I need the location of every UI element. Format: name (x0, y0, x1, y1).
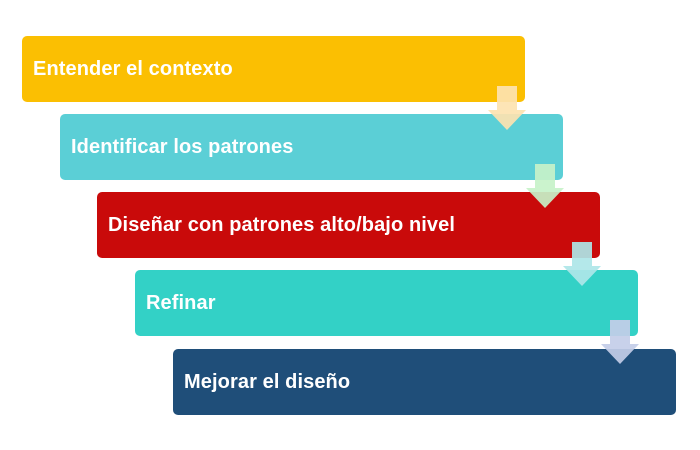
step-label: Refinar (146, 291, 216, 314)
step-identificar-patrones: Identificar los patrones (60, 114, 563, 180)
step-label: Identificar los patrones (71, 135, 294, 158)
down-arrow-icon (601, 320, 639, 364)
down-arrow-icon (526, 164, 564, 208)
step-mejorar-diseno: Mejorar el diseño (173, 349, 676, 415)
step-entender-contexto: Entender el contexto (22, 36, 525, 102)
step-refinar: Refinar (135, 270, 638, 336)
step-disenar-patrones: Diseñar con patrones alto/bajo nivel (97, 192, 600, 258)
step-label: Diseñar con patrones alto/bajo nivel (108, 213, 456, 236)
down-arrow-icon (488, 86, 526, 130)
down-arrow-icon (563, 242, 601, 286)
step-label: Mejorar el diseño (184, 370, 351, 393)
step-label: Entender el contexto (33, 57, 233, 80)
